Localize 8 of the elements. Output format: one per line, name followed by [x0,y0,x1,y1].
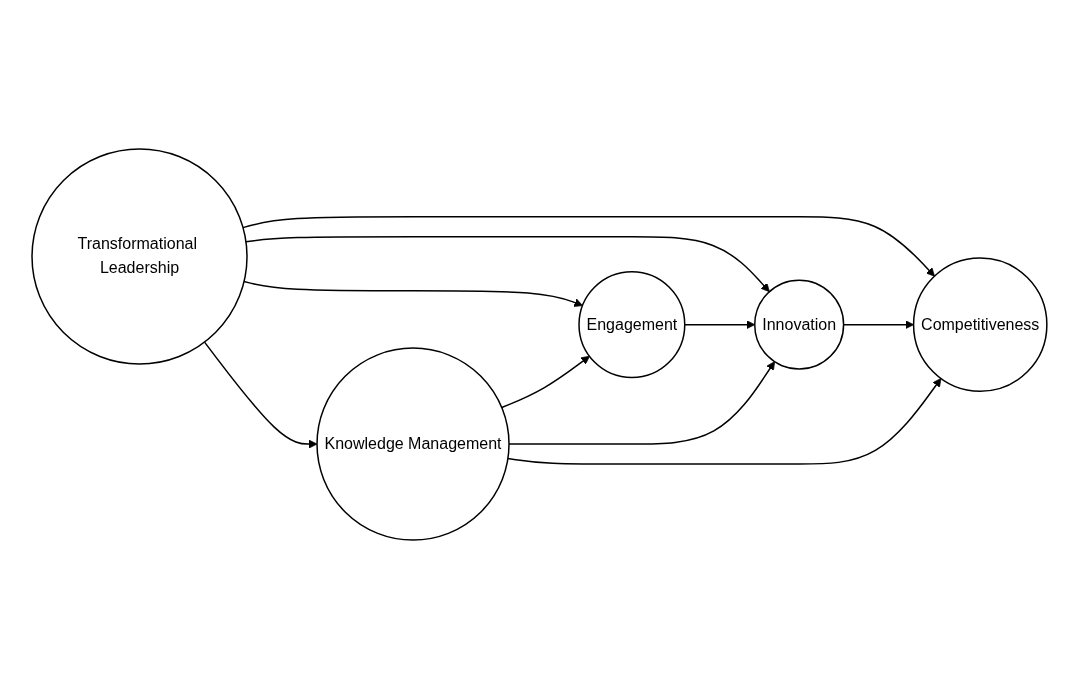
arrow [241,216,935,277]
node-circle: Competitiveness [912,257,1048,393]
node-circle: Transformational Leadership [30,148,248,366]
node-circle: Innovation [753,279,844,371]
arrow [203,341,317,449]
arrow [500,356,590,409]
node-circle: Knowledge Management [315,347,510,542]
node-circle: Engagement [577,271,686,379]
